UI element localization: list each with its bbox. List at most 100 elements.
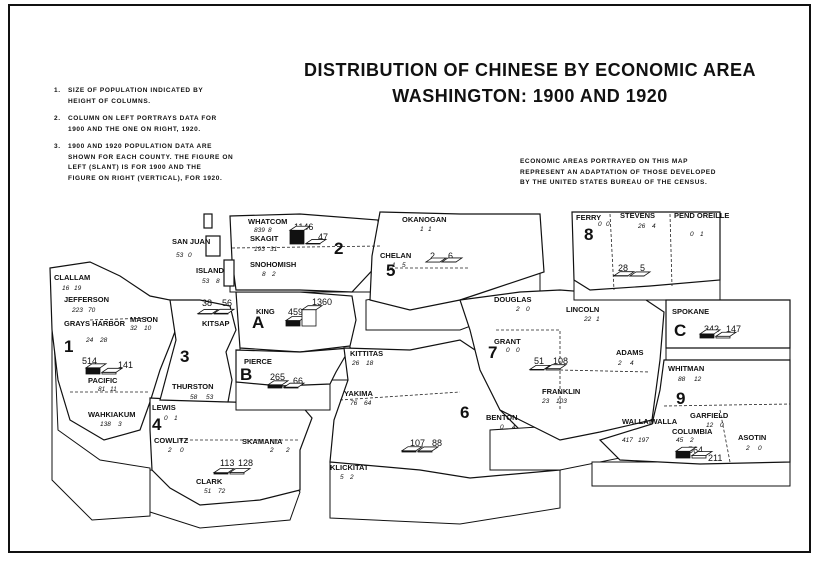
county-name: COLUMBIA (672, 427, 713, 436)
area-6-value-1900: 107 (410, 438, 425, 448)
population-columns (84, 225, 738, 475)
note-1-line-1: SIZE OF POPULATION INDICATED BY (68, 87, 204, 94)
county-name: FRANKLIN (542, 387, 580, 396)
area-9-value-1920: 211 (708, 453, 722, 463)
county-name: SKAGIT (250, 234, 279, 243)
column-8-1920-top (628, 271, 652, 277)
county-1920-value: 103 (556, 398, 567, 405)
county-name: WHATCOM (248, 217, 287, 226)
county-1900-value: 0 (506, 347, 510, 354)
column-9-1900-top (674, 446, 698, 452)
area-A-value-1920: 1360 (312, 297, 332, 307)
region-area-B (235, 347, 352, 387)
map-landmass (49, 211, 791, 529)
area-label-C: C (674, 321, 686, 340)
county-1920-value: 1 (174, 415, 178, 422)
column-9-1900 (675, 450, 691, 459)
county-1920-value: 12 (694, 376, 702, 383)
column-2-1900-top (288, 225, 312, 231)
note-3-line-1: 1900 AND 1920 POPULATION DATA ARE (68, 143, 213, 150)
county-name: PACIFIC (88, 376, 118, 385)
county-1900-value: 81 (98, 386, 106, 393)
county-name: GARFIELD (690, 411, 729, 420)
county-labels: WHATCOM 839 8 SAN JUAN 53 0 SKAGIT 193 3… (54, 211, 766, 495)
county-1920-value: 2 (271, 271, 276, 278)
economic-area-note: ECONOMIC AREAS PORTRAYED ON THIS MAP REP… (520, 157, 716, 189)
county-1900-value: 45 (676, 437, 684, 444)
county-1920-value: 2 (689, 437, 694, 444)
area-7-value-1920: 108 (553, 356, 568, 366)
column-4-1900-top (212, 468, 236, 474)
note-2: 2.COLUMN ON LEFT PORTRAYS DATA FOR 1900 … (54, 114, 217, 135)
county-name: GRAYS HARBOR (64, 319, 126, 328)
column-B-1920-top (282, 382, 306, 388)
county-1920-value: 1 (700, 231, 704, 238)
county-name: PEND OREILLE (674, 211, 729, 220)
island-shape (223, 259, 235, 287)
county-name: GRANT (494, 337, 521, 346)
area-5-value-1900: 2 (430, 251, 435, 261)
county-name: WALLA WALLA (622, 417, 678, 426)
county-name: CLALLAM (54, 273, 90, 282)
area-3-value-1900: 38 (202, 298, 212, 308)
area-4-value-1900: 113 (220, 458, 234, 468)
county-1900-value: 0 (500, 424, 504, 431)
column-5-1920-top (440, 257, 464, 263)
area-5-value-1920: 6 (448, 251, 453, 261)
county-1900-value: 16 (62, 285, 70, 292)
column-9-1920-top (690, 451, 714, 456)
area-B-value-1900: 265 (270, 372, 285, 382)
column-A-1920-top (300, 305, 324, 311)
county-name: PIERCE (244, 357, 272, 366)
note-3-line-4: FIGURE ON RIGHT (VERTICAL), FOR 1920. (68, 174, 223, 182)
column-A-1920 (301, 309, 317, 327)
column-1-1920-top (100, 367, 124, 373)
county-name: DOUGLAS (494, 295, 532, 304)
column-6-1900-top (400, 446, 424, 452)
county-1900-value: 88 (678, 376, 686, 383)
region-area-8 (571, 211, 721, 291)
county-name: COWLITZ (154, 436, 189, 445)
county-1900-value: 223 (71, 307, 83, 314)
area-label-B: B (240, 365, 252, 384)
column-6-1920-top (416, 446, 440, 452)
county-1900-value: 0 (164, 415, 168, 422)
county-1920-value: 72 (218, 488, 226, 495)
county-1900-value: 2 (515, 306, 520, 313)
area-C-value-1920: 147 (726, 324, 741, 334)
county-1920-value: 0 (180, 447, 184, 454)
county-1900-value: 12 (706, 422, 714, 429)
county-name: KLICKITAT (330, 463, 369, 472)
county-1920-value: 8 (268, 227, 272, 234)
region-area-C (665, 299, 791, 349)
region-area-9 (598, 359, 791, 465)
column-C-1900-top (698, 329, 722, 335)
county-name: KITSAP (202, 319, 230, 328)
county-name: FERRY (576, 213, 601, 222)
county-name: KING (256, 307, 275, 316)
county-1900-value: 2 (167, 447, 172, 454)
note-2-line-2: 1900 AND THE ONE ON RIGHT, 1920. (68, 125, 201, 133)
county-name: CLARK (196, 477, 223, 486)
area-label-4: 4 (152, 415, 162, 434)
area-3-value-1920: 56 (222, 298, 232, 308)
county-1900-value: 22 (583, 316, 592, 323)
county-1900-value: 2 (269, 447, 274, 454)
note-3-line-3: LEFT (SLANT) IS FOR 1900 AND THE (68, 164, 202, 171)
county-1920-value: 8 (216, 278, 220, 285)
map-title-line-2: WASHINGTON: 1900 AND 1920 (392, 86, 668, 106)
column-7-1920-top (544, 364, 568, 370)
county-1900-value: 26 (351, 360, 360, 367)
county-name: KITTITAS (350, 349, 383, 358)
county-1900-value: 51 (204, 488, 212, 495)
county-1900-value: 2 (745, 445, 750, 452)
county-1900-value: 5 (340, 474, 344, 481)
county-name: ASOTIN (738, 433, 766, 442)
county-1920-value: 31 (270, 246, 278, 253)
county-name: SKAMANIA (242, 437, 283, 446)
column-3-1920-top (212, 308, 236, 314)
note-2-line-1: COLUMN ON LEFT PORTRAYS DATA FOR (68, 115, 217, 122)
county-1920-value: 10 (144, 325, 152, 332)
county-1920-value: 2 (285, 447, 290, 454)
